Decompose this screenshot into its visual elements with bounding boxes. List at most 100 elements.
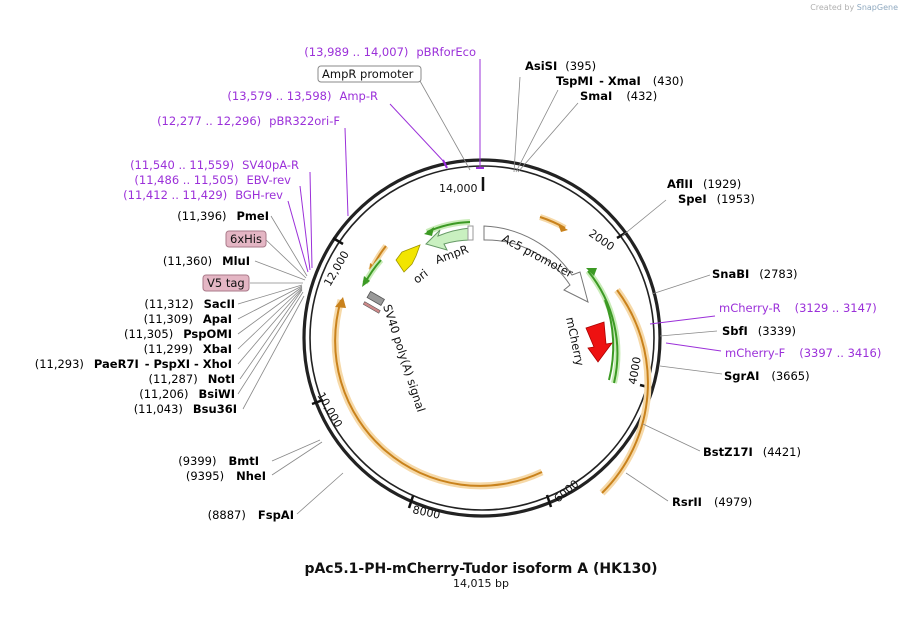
primer-labels: (13,989 .. 14,007)pBRforEco (13,579 .. 1… <box>123 45 881 360</box>
enzyme-label: (11,396)PmeI <box>177 209 269 223</box>
ampr-promoter-tag-box <box>317 65 422 83</box>
ampr-feature <box>425 227 471 251</box>
enzyme-label: TspMI- XmaI(430) <box>556 74 684 88</box>
primer-label: (13,579 .. 13,598) Amp-R <box>227 89 378 103</box>
enzyme-name: PmeI <box>237 209 270 223</box>
feature-arc-orange-top-line <box>539 216 566 229</box>
primer-name: mCherry-R <box>719 301 781 315</box>
primer-range: (11,540 .. 11,559) <box>130 158 234 172</box>
arrowhead <box>558 224 568 232</box>
enzyme-label: SnaBI(2783) <box>712 267 798 281</box>
enzyme-extra: - PspXI - XhoI <box>145 357 232 371</box>
enzyme-name: PspOMI <box>183 327 232 341</box>
enzyme-label: (11,293) PaeR7I - PspXI - XhoI <box>35 357 232 371</box>
enzyme-label: (11,360) MluI <box>163 254 250 268</box>
feature-arc-green-right-line <box>587 270 619 384</box>
enzyme-name: PaeR7I <box>94 357 139 371</box>
primer-label: (11,540 .. 11,559)SV40pA-R <box>130 158 299 172</box>
tick-8000 <box>407 495 415 509</box>
credit-prefix: Created by <box>810 3 855 12</box>
feature-label-ac5: Ac5 promoter <box>500 231 576 280</box>
enzyme-pos: (4421) <box>763 445 801 459</box>
primer-range: (11,486 .. 11,505) <box>134 173 238 187</box>
ac5-promoter-feature <box>483 225 589 303</box>
enzyme-pos: (8887) <box>208 508 246 522</box>
enzyme-labels: AsiSI(395) TspMI- XmaI(430) SmaI(432) Af… <box>525 59 810 509</box>
enzyme-name: SgrAI <box>724 369 759 383</box>
primer-label: mCherry-R (3129 .. 3147) <box>719 301 877 315</box>
enzyme-pos: (4979) <box>714 495 752 509</box>
enzyme-name: SnaBI <box>712 267 749 281</box>
enzyme-pos: (11,206) <box>139 387 188 401</box>
inner-features <box>362 225 613 363</box>
tick-label: 2000 <box>586 227 616 254</box>
enzyme-name: ApaI <box>203 312 232 326</box>
v5-tag-box <box>202 274 250 292</box>
feature-arc-orange-right-line <box>601 289 649 494</box>
his-tag-box <box>225 230 267 248</box>
enzyme-pos: (11,360) <box>163 254 212 268</box>
boxed-labels: AmpR promoter 6xHis V5 tag <box>202 65 422 292</box>
enzyme-extra: - XmaI <box>599 74 641 88</box>
enzyme-label: (11,206)BsiWI <box>139 387 235 401</box>
enzyme-label: RsrII(4979) <box>672 495 752 509</box>
primer-range: (12,277 .. 12,296) <box>157 114 261 128</box>
enzyme-label: (11,309) ApaI <box>144 312 232 326</box>
enzyme-pos: (11,043) <box>134 402 183 416</box>
enzyme-label: SbfI(3339) <box>722 324 796 338</box>
enzyme-label: BstZ17I(4421) <box>703 445 801 459</box>
enzyme-label: (11,043) Bsu36I <box>134 402 237 416</box>
enzyme-name: Bsu36I <box>193 402 237 416</box>
primer-label: (12,277 .. 12,296) pBR322ori-F <box>157 114 340 128</box>
enzyme-label: (11,299) XbaI <box>144 342 232 356</box>
enzyme-pos: (11,293) <box>35 357 84 371</box>
feature-label-ori: ori <box>410 266 430 286</box>
enzyme-name: SpeI <box>678 192 707 206</box>
sv40-box <box>366 290 385 307</box>
arrowhead <box>424 227 434 236</box>
arrowhead <box>586 268 597 276</box>
mcherry-feature <box>585 321 613 363</box>
enzyme-label: (11,312)SacII <box>144 297 235 311</box>
primer-range: (13,579 .. 13,598) <box>227 89 331 103</box>
backbone <box>302 158 662 518</box>
enzyme-pos: (430) <box>653 74 684 88</box>
tick-label: 14,000 <box>439 182 478 195</box>
connector-lines <box>237 76 723 515</box>
primer-name: pBR322ori-F <box>269 114 340 128</box>
enzyme-label: (9399)BmtI <box>178 454 259 468</box>
ampr-promoter-tag: AmpR promoter <box>322 67 414 81</box>
primer-range: (3129 .. 3147) <box>795 301 877 315</box>
enzyme-pos: (11,309) <box>144 312 193 326</box>
enzyme-label: SmaI(432) <box>580 89 657 103</box>
enzyme-name: BmtI <box>228 454 259 468</box>
primer-name: EBV-rev <box>246 173 291 187</box>
enzyme-name: NotI <box>208 372 235 386</box>
enzyme-pos: (395) <box>565 59 596 73</box>
plasmid-length: 14,015 bp <box>453 577 509 590</box>
enzyme-name: XbaI <box>203 342 232 356</box>
plasmid-title: pAc5.1-PH-mCherry-Tudor isoform A (HK130… <box>304 561 657 577</box>
feature-arc-orange-bottom-line <box>334 299 543 487</box>
primer-name: Amp-R <box>339 89 378 103</box>
enzyme-pos: (1953) <box>717 192 755 206</box>
primer-range: (13,989 .. 14,007) <box>304 45 408 59</box>
tick-6000 <box>545 494 553 508</box>
enzyme-label: (8887)FspAI <box>208 508 294 522</box>
tag-box <box>362 301 381 314</box>
primer-label: (11,486 .. 11,505) EBV-rev <box>134 173 291 187</box>
enzyme-pos: (11,287) <box>148 372 197 386</box>
enzyme-name: SacII <box>204 297 235 311</box>
primer-range: (11,412 .. 11,429) <box>123 188 227 202</box>
feature-arc-green-right-2 <box>604 299 615 381</box>
enzyme-pos: (3339) <box>758 324 796 338</box>
ampr-promoter-box <box>467 225 474 241</box>
backbone-outer-ring <box>302 158 662 518</box>
primer-range: (3397 .. 3416) <box>799 346 881 360</box>
enzyme-label: AsiSI(395) <box>525 59 596 73</box>
enzyme-pos: (11,299) <box>144 342 193 356</box>
enzyme-name: MluI <box>222 254 250 268</box>
enzyme-pos: (1929) <box>703 177 741 191</box>
enzyme-label: SpeI (1953) <box>678 192 755 206</box>
